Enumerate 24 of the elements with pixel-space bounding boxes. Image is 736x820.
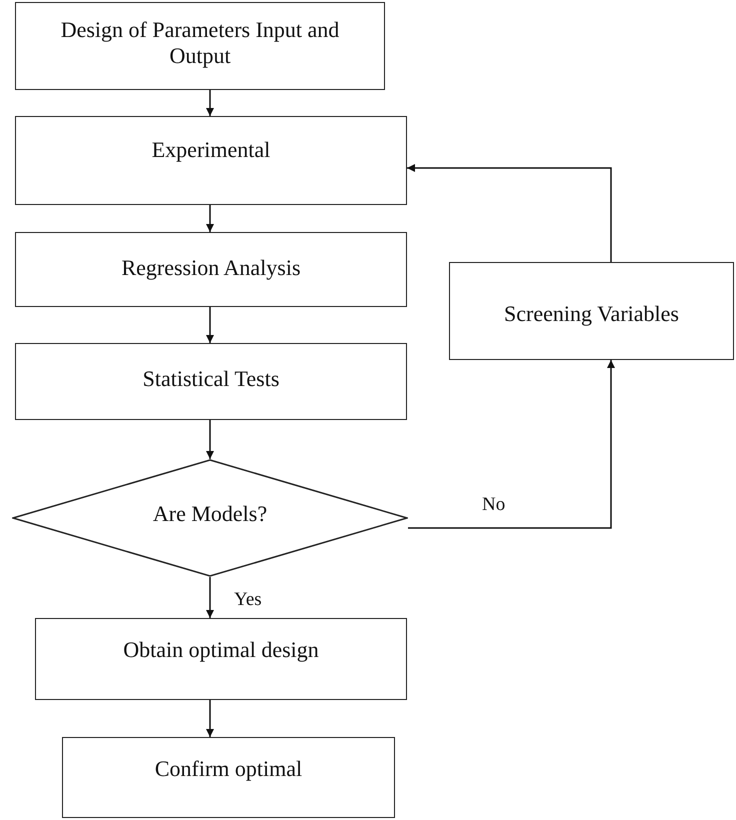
box-label: Experimental xyxy=(152,137,270,164)
box-label: Statistical Tests xyxy=(142,366,280,393)
arrow xyxy=(407,164,612,262)
decision-diamond xyxy=(12,459,408,577)
box-label: Design of Parameters Input and Output xyxy=(60,17,340,70)
arrow xyxy=(206,90,214,116)
arrow xyxy=(206,420,214,459)
arrow xyxy=(408,360,615,529)
arrow xyxy=(206,577,214,618)
box-label: Screening Variables xyxy=(504,301,679,328)
process-box xyxy=(62,737,395,818)
arrow xyxy=(206,700,214,737)
arrow xyxy=(206,205,214,232)
process-box xyxy=(449,262,734,360)
process-box xyxy=(15,343,407,420)
process-box xyxy=(15,116,407,205)
process-box xyxy=(15,232,407,307)
process-box xyxy=(35,618,407,700)
box-label: Regression Analysis xyxy=(121,255,301,282)
box-label: Confirm optimal xyxy=(154,756,302,783)
box-label: Are Models? xyxy=(152,501,268,528)
box-label: Obtain optimal design xyxy=(123,637,319,664)
arrow xyxy=(206,307,214,343)
process-box xyxy=(15,2,385,90)
